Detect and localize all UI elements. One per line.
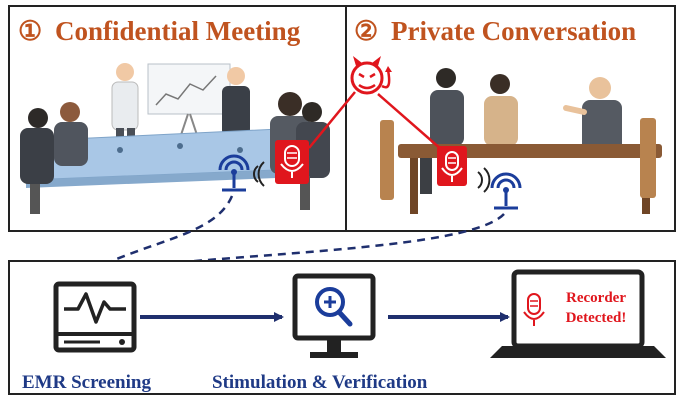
detected-line-1: Recorder [566,290,626,306]
recorder-icon [437,146,467,186]
meeting-title: ① Confidential Meeting [18,16,301,46]
waveform-monitor-icon [53,281,137,353]
conversation-title: ② Private Conversation [354,16,636,46]
recorder-alert-laptop-icon: Recorder Detected! [490,269,666,358]
attacker-links [308,91,443,151]
whiteboard-icon [147,63,231,151]
step-label-stimulation-verification: Stimulation & Verification [212,372,428,393]
recorder-icon [275,140,309,184]
signal-waves-icon [253,161,265,187]
detected-line-2: Detected! [566,310,627,326]
antenna-icon [490,172,522,210]
conversation-number: ② [354,16,378,46]
step-label-emr-screening: EMR Screening [22,372,151,393]
devil-attacker-icon [350,56,392,95]
workflow-panel: Recorder Detected! EMR Screening Stimula… [8,260,676,395]
conference-table-icon [25,127,327,188]
meeting-title-text: Confidential Meeting [55,16,301,46]
conversation-panel: ② Private Conversation [345,5,676,232]
signal-waves-icon [477,167,491,193]
conversation-title-text: Private Conversation [391,16,636,46]
meeting-panel: ① Confidential Meeting [8,5,347,232]
conversation-people-icon [420,68,622,194]
antenna-icon [218,154,250,192]
magnifier-monitor-icon [292,273,376,358]
meeting-number: ① [18,16,42,46]
